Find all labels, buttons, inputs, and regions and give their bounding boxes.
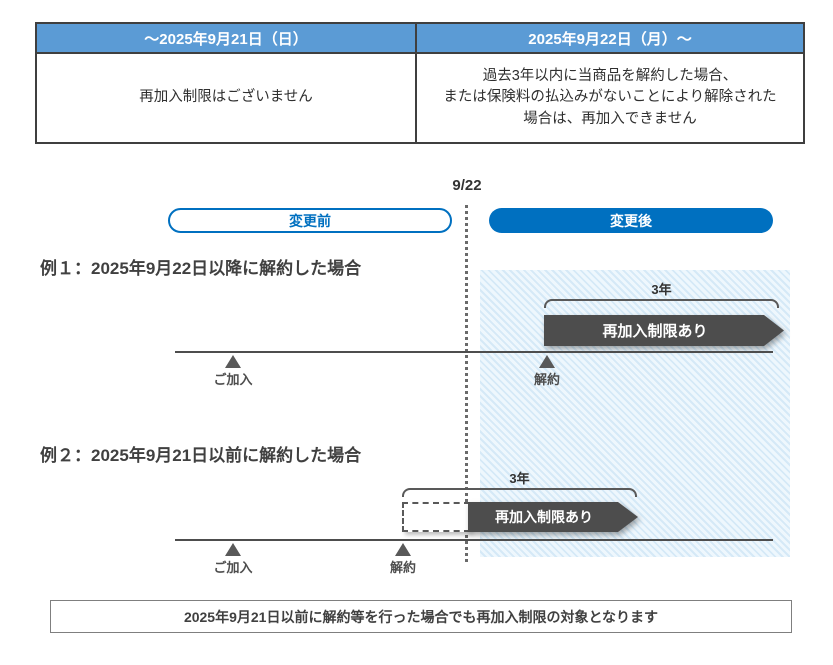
after-change-badge: 変更後 xyxy=(489,208,773,233)
cutoff-dotted-line xyxy=(465,205,468,562)
example2-duration-bracket xyxy=(402,488,637,497)
table-header-after: 2025年9月22日（月）～ xyxy=(417,24,803,54)
example1-cancel-marker-label: 解約 xyxy=(533,372,560,387)
example2-cancel-marker-label: 解約 xyxy=(389,560,416,575)
example2-pre-change-dashed-box xyxy=(402,502,470,532)
before-change-badge: 変更前 xyxy=(168,208,452,233)
table-cell-after: 過去3年以内に当商品を解約した場合、 または保険料の払込みがないことにより解除さ… xyxy=(443,68,777,127)
example1-restriction-arrow-label: 再加入制限あり xyxy=(544,315,784,346)
table-header-before: ～2025年9月21日（日） xyxy=(37,24,417,54)
example2-join-marker-label: ご加入 xyxy=(213,560,253,575)
cutoff-date-label: 9/22 xyxy=(452,177,482,194)
example2-cancel-marker-icon xyxy=(395,543,411,556)
example1-join-marker-label: ご加入 xyxy=(213,372,253,387)
example2-title: 例２：2025年9月21日以前に解約した場合 xyxy=(40,446,362,465)
example1-title: 例１：2025年9月22日以降に解約した場合 xyxy=(40,259,362,278)
example1-duration-label: 3年 xyxy=(651,282,672,297)
example1-duration-bracket xyxy=(544,299,779,308)
example2-restriction-arrow: 再加入制限あり xyxy=(468,502,638,532)
table-cell-before: 再加入制限はございません xyxy=(37,54,417,142)
footer-note: 2025年9月21日以前に解約等を行った場合でも再加入制限の対象となります xyxy=(50,600,792,633)
example1-restriction-arrow: 再加入制限あり xyxy=(544,315,784,346)
example1-timeline xyxy=(175,351,773,353)
example1-join-marker-icon xyxy=(225,355,241,368)
comparison-table: ～2025年9月21日（日） 2025年9月22日（月）～ 再加入制限はございま… xyxy=(35,22,805,144)
example1-cancel-marker-icon xyxy=(539,355,555,368)
example2-timeline xyxy=(175,539,773,541)
example2-duration-label: 3年 xyxy=(509,471,530,486)
example2-join-marker-icon xyxy=(225,543,241,556)
example2-restriction-arrow-label: 再加入制限あり xyxy=(468,502,638,532)
